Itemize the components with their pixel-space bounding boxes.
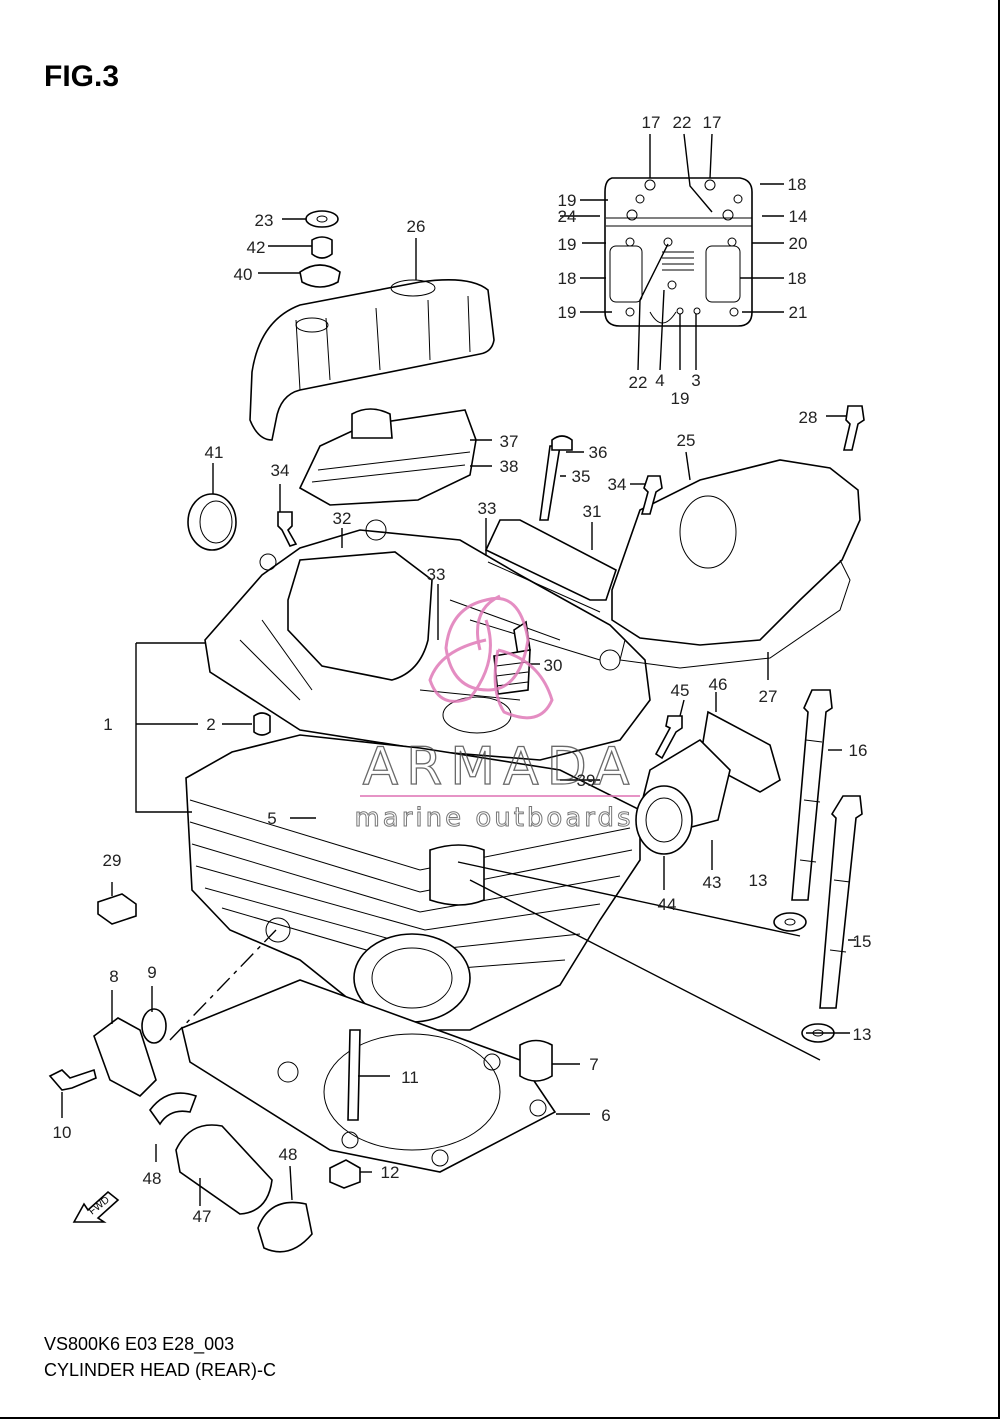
callout-20: 20 [789, 234, 808, 253]
callout-34a: 34 [271, 461, 290, 480]
callout-42: 42 [247, 238, 266, 257]
armada-watermark: ARMADA marine outboards [354, 594, 640, 834]
callout-45: 45 [671, 681, 690, 700]
callout-17b: 17 [703, 113, 722, 132]
callout-4: 4 [655, 371, 664, 390]
o-ring-41 [187, 493, 237, 551]
callout-14: 14 [789, 207, 808, 226]
watermark-brand: ARMADA [363, 737, 638, 797]
callout-18a: 18 [788, 175, 807, 194]
callout-3: 3 [691, 371, 700, 390]
callout-13b: 13 [853, 1025, 872, 1044]
cylinder-block [185, 734, 641, 1031]
washer-stack [299, 210, 341, 288]
diagram-caption: CYLINDER HEAD (REAR)-C [44, 1360, 277, 1380]
water-fitting [48, 1008, 167, 1097]
intake-pipe [635, 710, 781, 855]
callout-26: 26 [407, 217, 426, 236]
hose-and-clamps [149, 1092, 313, 1253]
callout-33a: 33 [478, 499, 497, 518]
cylinder-head [204, 519, 651, 761]
callout-38: 38 [500, 457, 519, 476]
callout-47: 47 [193, 1207, 212, 1226]
callout-22b: 22 [629, 373, 648, 392]
callout-15: 15 [853, 932, 872, 951]
callout-30: 30 [544, 656, 563, 675]
callout-13a: 13 [749, 871, 768, 890]
parts-artwork: FWD [48, 133, 865, 1253]
callout-46: 46 [709, 675, 728, 694]
callout-29: 29 [103, 851, 122, 870]
callout-10: 10 [53, 1123, 72, 1142]
callout-48a: 48 [143, 1169, 162, 1188]
callout-19a: 19 [558, 191, 577, 210]
callout-5: 5 [267, 809, 276, 828]
leader-lines [61, 133, 856, 1206]
callout-17a: 17 [642, 113, 661, 132]
callout-34b: 34 [608, 475, 627, 494]
callout-40: 40 [234, 265, 253, 284]
breather-cover [298, 408, 477, 506]
callout-24: 24 [558, 207, 577, 226]
callout-18c: 18 [788, 269, 807, 288]
callout-1: 1 [103, 715, 112, 734]
callout-19d: 19 [671, 389, 690, 408]
callout-16: 16 [849, 741, 868, 760]
rocker-cover [611, 459, 861, 669]
callout-37: 37 [500, 432, 519, 451]
callout-19c: 19 [558, 303, 577, 322]
callout-8: 8 [109, 967, 118, 986]
callout-41: 41 [205, 443, 224, 462]
side-gasket [484, 519, 617, 613]
callout-48b: 48 [279, 1145, 298, 1164]
small-hardware [97, 712, 553, 1189]
callout-39: 39 [577, 771, 596, 790]
callout-33b: 33 [427, 565, 446, 584]
watermark-tagline: marine outboards [354, 803, 633, 833]
callout-19b: 19 [558, 235, 577, 254]
fwd-arrow: FWD [72, 1190, 120, 1223]
callout-18b: 18 [558, 269, 577, 288]
callout-44: 44 [658, 895, 677, 914]
long-studs [791, 689, 863, 1009]
head-cover [249, 278, 495, 441]
callout-6: 6 [601, 1106, 610, 1125]
callout-22a: 22 [673, 113, 692, 132]
callout-2: 2 [206, 715, 215, 734]
callout-31: 31 [583, 502, 602, 521]
callout-21: 21 [789, 303, 808, 322]
valve-cover-gasket [604, 177, 753, 327]
armada-logo-icon [428, 594, 554, 720]
callout-23: 23 [255, 211, 274, 230]
callout-35: 35 [572, 467, 591, 486]
figure-title: FIG.3 [44, 60, 120, 93]
callout-36: 36 [589, 443, 608, 462]
callout-11: 11 [401, 1068, 419, 1087]
model-code: VS800K6 E03 E28_003 [44, 1334, 235, 1354]
bolts [277, 405, 865, 760]
callout-28: 28 [799, 408, 818, 427]
callout-32: 32 [333, 509, 352, 528]
callout-25: 25 [677, 431, 696, 450]
callout-labels: 1 2 3 4 5 6 7 8 9 10 11 12 13 13 14 15 1… [53, 113, 872, 1226]
callout-9: 9 [147, 963, 156, 982]
callout-12: 12 [381, 1163, 400, 1182]
callout-27: 27 [759, 687, 778, 706]
callout-7: 7 [589, 1055, 598, 1074]
callout-43: 43 [703, 873, 722, 892]
